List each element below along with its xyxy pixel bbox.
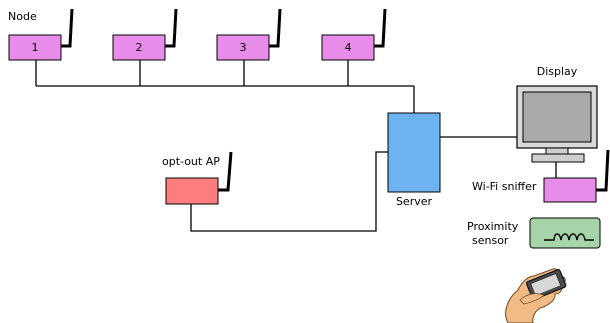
display: Display: [516, 65, 598, 163]
node-4-label: 4: [345, 41, 352, 54]
monitor-base: [531, 153, 585, 163]
node-3: 3: [216, 8, 282, 61]
proximity-sensor-box: [529, 217, 601, 249]
opt-out-ap-box: [165, 177, 219, 205]
proximity-label-line2: sensor: [472, 234, 509, 247]
antenna-icon: [269, 8, 282, 48]
proximity-sensor: Proximity sensor: [467, 217, 601, 249]
node-1-label: 1: [32, 41, 39, 54]
monitor-icon: [516, 85, 598, 163]
monitor-neck: [545, 147, 569, 155]
proximity-label-line1: Proximity: [467, 220, 519, 233]
thumb-shape: [519, 293, 545, 305]
wifi-sniffer: Wi-Fi sniffer: [472, 149, 610, 203]
monitor-screen: [522, 91, 592, 143]
node-4-box: [321, 34, 375, 61]
hand-holding-phone-icon: [505, 268, 567, 323]
opt-out-ap-label: opt-out AP: [162, 155, 220, 168]
server-box: [387, 112, 441, 193]
coil-icon: [544, 233, 594, 241]
antenna-icon: [61, 8, 74, 48]
connection-lines: [35, 60, 557, 232]
node-3-label: 3: [240, 41, 247, 54]
node-group-label: Node: [8, 10, 37, 23]
wifi-sniffer-box: [543, 177, 597, 203]
antenna-icon: [165, 8, 178, 48]
phone-screen: [530, 273, 562, 297]
phone: [526, 269, 567, 300]
antenna-icon: [218, 151, 233, 192]
antenna-icon: [374, 8, 387, 48]
display-label: Display: [537, 65, 578, 78]
server: Server: [387, 112, 441, 208]
server-label: Server: [396, 195, 433, 208]
node-2: 2: [112, 8, 178, 61]
opt-out-ap: opt-out AP: [162, 151, 233, 205]
antenna-icon: [596, 149, 610, 192]
node-1-box: [8, 34, 62, 61]
node-4: 4: [321, 8, 387, 61]
node-2-box: [112, 34, 166, 61]
node-2-label: 2: [136, 41, 143, 54]
node-1: 1: [8, 8, 74, 61]
wifi-sniffer-label: Wi-Fi sniffer: [472, 180, 537, 193]
